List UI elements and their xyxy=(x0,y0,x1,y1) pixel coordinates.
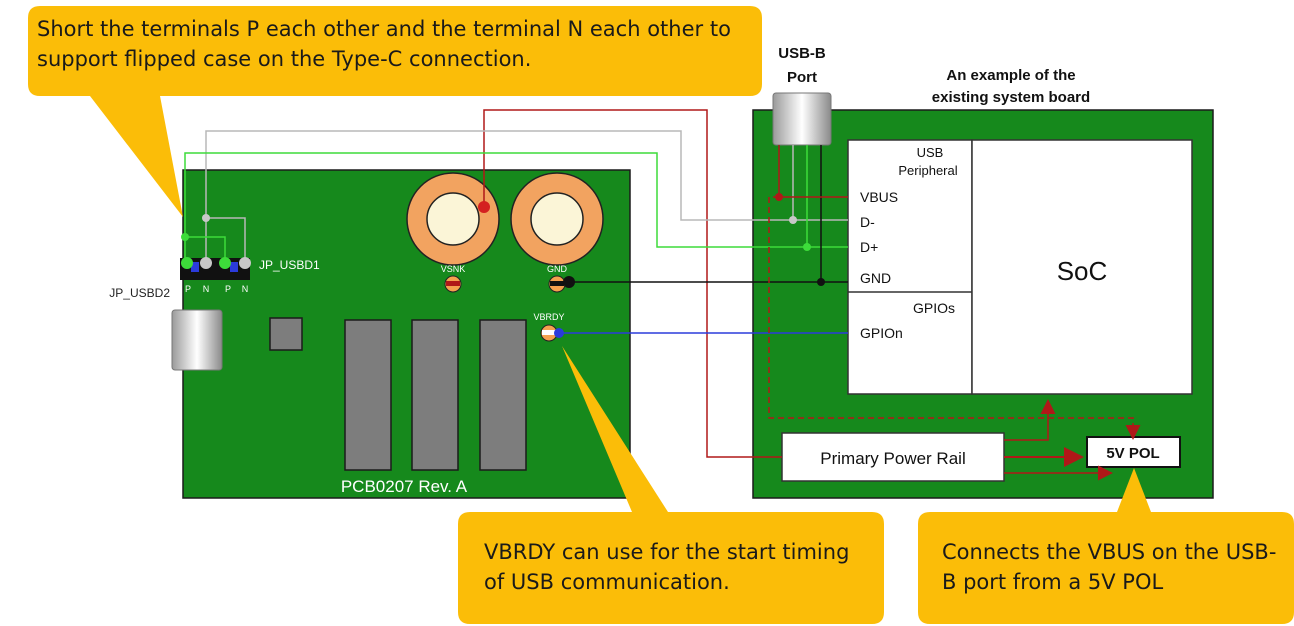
jp-usbd2-label: JP_USBD2 xyxy=(109,286,170,300)
system-title-2: existing system board xyxy=(932,89,1090,106)
pin-label-n2: N xyxy=(242,284,249,294)
power-rail-label: Primary Power Rail xyxy=(820,449,965,468)
vsnk-wire-dot xyxy=(478,201,490,213)
gnd-testpoint xyxy=(548,275,566,293)
pin-p1 xyxy=(181,257,193,269)
pin-n1 xyxy=(200,257,212,269)
callout-pol xyxy=(918,468,1294,624)
soc-block xyxy=(971,139,1193,395)
usb-peripheral-label-1: USB xyxy=(917,145,944,160)
gnd-tp-label: GND xyxy=(547,264,568,274)
dminus-jumper-wire xyxy=(206,217,246,265)
gpios-label: GPIOs xyxy=(913,300,955,316)
pin-label-p1: P xyxy=(185,284,191,294)
pin-label-n1: N xyxy=(203,284,210,294)
ic-2 xyxy=(411,319,459,471)
pin-label-p2: P xyxy=(225,284,231,294)
pcb-label: PCB0207 Rev. A xyxy=(341,477,468,496)
usbb-label-2: Port xyxy=(787,69,817,86)
usbb-port xyxy=(772,92,832,146)
callout-vbrdy-text: VBRDY can use for the start timing of US… xyxy=(484,540,850,594)
dplus-node xyxy=(181,233,189,241)
dminus-node xyxy=(202,214,210,222)
ic-3 xyxy=(479,319,527,471)
pol-label: 5V POL xyxy=(1106,445,1159,462)
vsnk-testpoint xyxy=(444,275,462,293)
callout-vbrdy xyxy=(458,346,884,624)
callout-top xyxy=(28,6,762,217)
callout-pol-text: Connects the VBUS on the USB-B port from… xyxy=(942,540,1277,594)
jumper-cap-2 xyxy=(230,262,238,272)
vbus-dashed-wire xyxy=(768,196,1141,440)
system-title-1: An example of the xyxy=(946,67,1075,84)
vbus-pin-label: VBUS xyxy=(860,189,898,205)
gnd-wire-dot xyxy=(563,276,575,288)
pol-block xyxy=(1086,436,1181,468)
callout-top-text: Short the terminals P each other and the… xyxy=(37,17,731,71)
pin-p2 xyxy=(219,257,231,269)
small-ic xyxy=(269,317,303,351)
vsnk-terminal xyxy=(406,172,500,266)
jp-usbd1-label: JP_USBD1 xyxy=(259,258,320,272)
usb-gpio-block xyxy=(847,139,973,395)
type-c-connector xyxy=(171,309,223,371)
rail-to-soc-arrow xyxy=(1004,399,1056,441)
vbrdy-wire-dot xyxy=(554,328,564,338)
dplus-jumper-wire xyxy=(185,236,226,265)
dplus-wire xyxy=(184,152,848,248)
gnd-pin-label: GND xyxy=(860,270,891,286)
ic-1 xyxy=(344,319,392,471)
vsnk-label: VSNK xyxy=(441,264,466,274)
dminus-wire xyxy=(205,130,848,221)
pin-n2 xyxy=(239,257,251,269)
vbrdy-testpoint xyxy=(540,324,558,342)
vbrdy-label: VBRDY xyxy=(533,312,564,322)
usb-peripheral-label-2: Peripheral xyxy=(898,163,957,178)
vsnk-wire xyxy=(483,109,782,458)
usbb-label-1: USB-B xyxy=(778,45,826,62)
jumper-cap-1 xyxy=(191,262,199,272)
gpion-pin-label: GPIOn xyxy=(860,325,903,341)
soc-label: SoC xyxy=(1057,256,1108,286)
usbb-dplus-node xyxy=(803,243,811,251)
dplus-pin-label: D+ xyxy=(860,239,878,255)
gnd-terminal xyxy=(510,172,604,266)
usbb-gnd-node xyxy=(817,278,825,286)
usbb-dminus-node xyxy=(789,216,797,224)
dminus-pin-label: D- xyxy=(860,214,875,230)
